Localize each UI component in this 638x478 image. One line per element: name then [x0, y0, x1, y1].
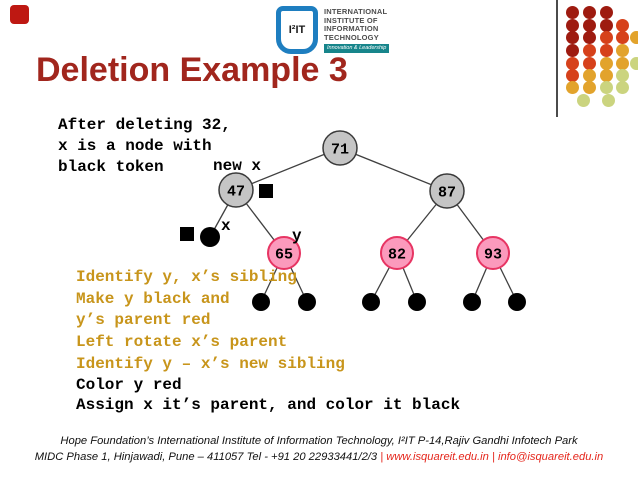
- tree-node-label: 47: [227, 183, 245, 200]
- iit-logo-line: INFORMATION: [324, 24, 379, 33]
- instruction-line: Identify y – x’s new sibling: [76, 355, 345, 373]
- decoration-dot: [599, 43, 613, 57]
- decoration-dot: [629, 30, 638, 44]
- new-x-label: new x: [213, 157, 262, 175]
- leaf-node: [362, 293, 380, 311]
- tree-node-label: 82: [388, 246, 406, 263]
- black-token-square: [259, 184, 273, 198]
- iit-logo-line: INTERNATIONAL: [324, 7, 388, 16]
- note-text: After deleting 32, x is a node with blac…: [58, 115, 231, 178]
- divider-line: [556, 0, 558, 117]
- leaf-node: [508, 293, 526, 311]
- decoration-dot: [599, 56, 613, 70]
- tree-node-82: [380, 236, 414, 270]
- tree-edge: [235, 147, 341, 191]
- decoration-dot: [599, 68, 613, 82]
- tree-node-87: [429, 173, 465, 209]
- iit-logo-tagline: Innovation & Leadership: [324, 44, 390, 53]
- iit-logo-text: INTERNATIONAL INSTITUTE OF INFORMATION T…: [324, 6, 390, 54]
- instruction-line: Left rotate x’s parent: [76, 333, 288, 351]
- tree-node-label: 87: [438, 184, 456, 201]
- decoration-dot: [565, 5, 579, 19]
- corner-accent-square: [10, 5, 29, 24]
- note-line: x is a node with: [58, 137, 212, 155]
- leaf-node: [408, 293, 426, 311]
- decoration-dot: [599, 18, 613, 32]
- decoration-dot: [565, 68, 579, 82]
- decoration-dot: [565, 56, 579, 70]
- instruction-line: Assign x it’s parent, and color it black: [76, 396, 461, 414]
- tree-node-65: [267, 236, 301, 270]
- decoration-dot: [565, 30, 579, 44]
- note-line: black token: [58, 158, 164, 176]
- decoration-dot: [565, 43, 579, 57]
- iit-logo-shield-text: I²IT: [288, 24, 306, 36]
- footer-links: | www.isquareit.edu.in | info@isquareit.…: [380, 451, 604, 463]
- y-label: y: [292, 227, 302, 245]
- footer-line2: MIDC Phase 1, Hinjawadi, Pune – 411057 T…: [4, 449, 634, 465]
- footer: Hope Foundation’s International Institut…: [4, 433, 634, 465]
- decoration-dot: [615, 68, 629, 82]
- page-title: Deletion Example 3: [36, 51, 348, 89]
- x-token-dot: [200, 227, 220, 247]
- decoration-dot: [615, 80, 629, 94]
- leaf-node: [252, 293, 270, 311]
- instruction-line: Identify y, x’s sibling: [76, 268, 297, 286]
- decoration-dot: [582, 30, 596, 44]
- decoration-dot: [582, 68, 596, 82]
- iit-logo: I²IT INTERNATIONAL INSTITUTE OF INFORMAT…: [276, 6, 390, 54]
- decoration-dot: [599, 5, 613, 19]
- decoration-dot: [582, 5, 596, 19]
- decoration-dot: [582, 80, 596, 94]
- decoration-dot: [582, 43, 596, 57]
- black-token-square: [180, 227, 194, 241]
- iit-logo-line: TECHNOLOGY: [324, 32, 379, 42]
- decoration-dot: [576, 93, 590, 107]
- decoration-dot: [629, 56, 638, 70]
- decoration-dot: [615, 30, 629, 44]
- decoration-dot: [565, 18, 579, 32]
- tree-node-label: 65: [275, 246, 293, 263]
- tree-node-93: [476, 236, 510, 270]
- leaf-node: [298, 293, 316, 311]
- decoration-dot: [565, 80, 579, 94]
- note-line: After deleting 32,: [58, 116, 231, 134]
- decoration-dot: [599, 80, 613, 94]
- tree-node-71: [322, 130, 358, 166]
- leaf-node: [463, 293, 481, 311]
- decoration-dot: [582, 18, 596, 32]
- tree-node-47: [218, 172, 254, 208]
- decoration-dot: [582, 56, 596, 70]
- iit-logo-shield-icon: I²IT: [276, 6, 318, 54]
- x-label: x: [221, 217, 231, 235]
- decoration-dot: [615, 18, 629, 32]
- instruction-line: Color y red: [76, 376, 182, 394]
- decoration-dot: [601, 93, 615, 107]
- decoration-dot: [615, 43, 629, 57]
- instruction-line: Make y black and: [76, 290, 230, 308]
- footer-line2-address: MIDC Phase 1, Hinjawadi, Pune – 411057 T…: [34, 451, 381, 463]
- instruction-line: y’s parent red: [76, 311, 211, 329]
- decoration-dot: [615, 56, 629, 70]
- tree-node-label: 93: [484, 246, 502, 263]
- footer-line1: Hope Foundation’s International Institut…: [60, 435, 578, 447]
- iit-logo-line: INSTITUTE OF: [324, 15, 378, 25]
- tree-node-label: 71: [331, 141, 349, 158]
- tree-edge: [339, 147, 448, 192]
- decoration-dot: [599, 30, 613, 44]
